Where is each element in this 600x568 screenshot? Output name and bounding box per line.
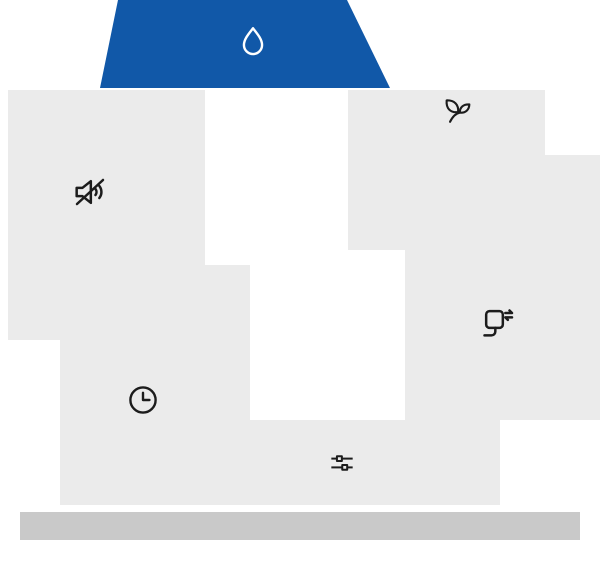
sliders-icon <box>326 447 358 479</box>
leaf-icon <box>440 94 476 128</box>
mute-speaker-icon <box>70 172 110 212</box>
charging-plug-icon <box>477 302 517 342</box>
tile-adjust[interactable] <box>205 420 500 505</box>
tile-power[interactable] <box>405 155 600 420</box>
bottom-bar <box>20 512 580 540</box>
water-drop-icon <box>236 24 270 60</box>
clock-icon <box>125 382 161 418</box>
header-banner <box>100 0 390 88</box>
